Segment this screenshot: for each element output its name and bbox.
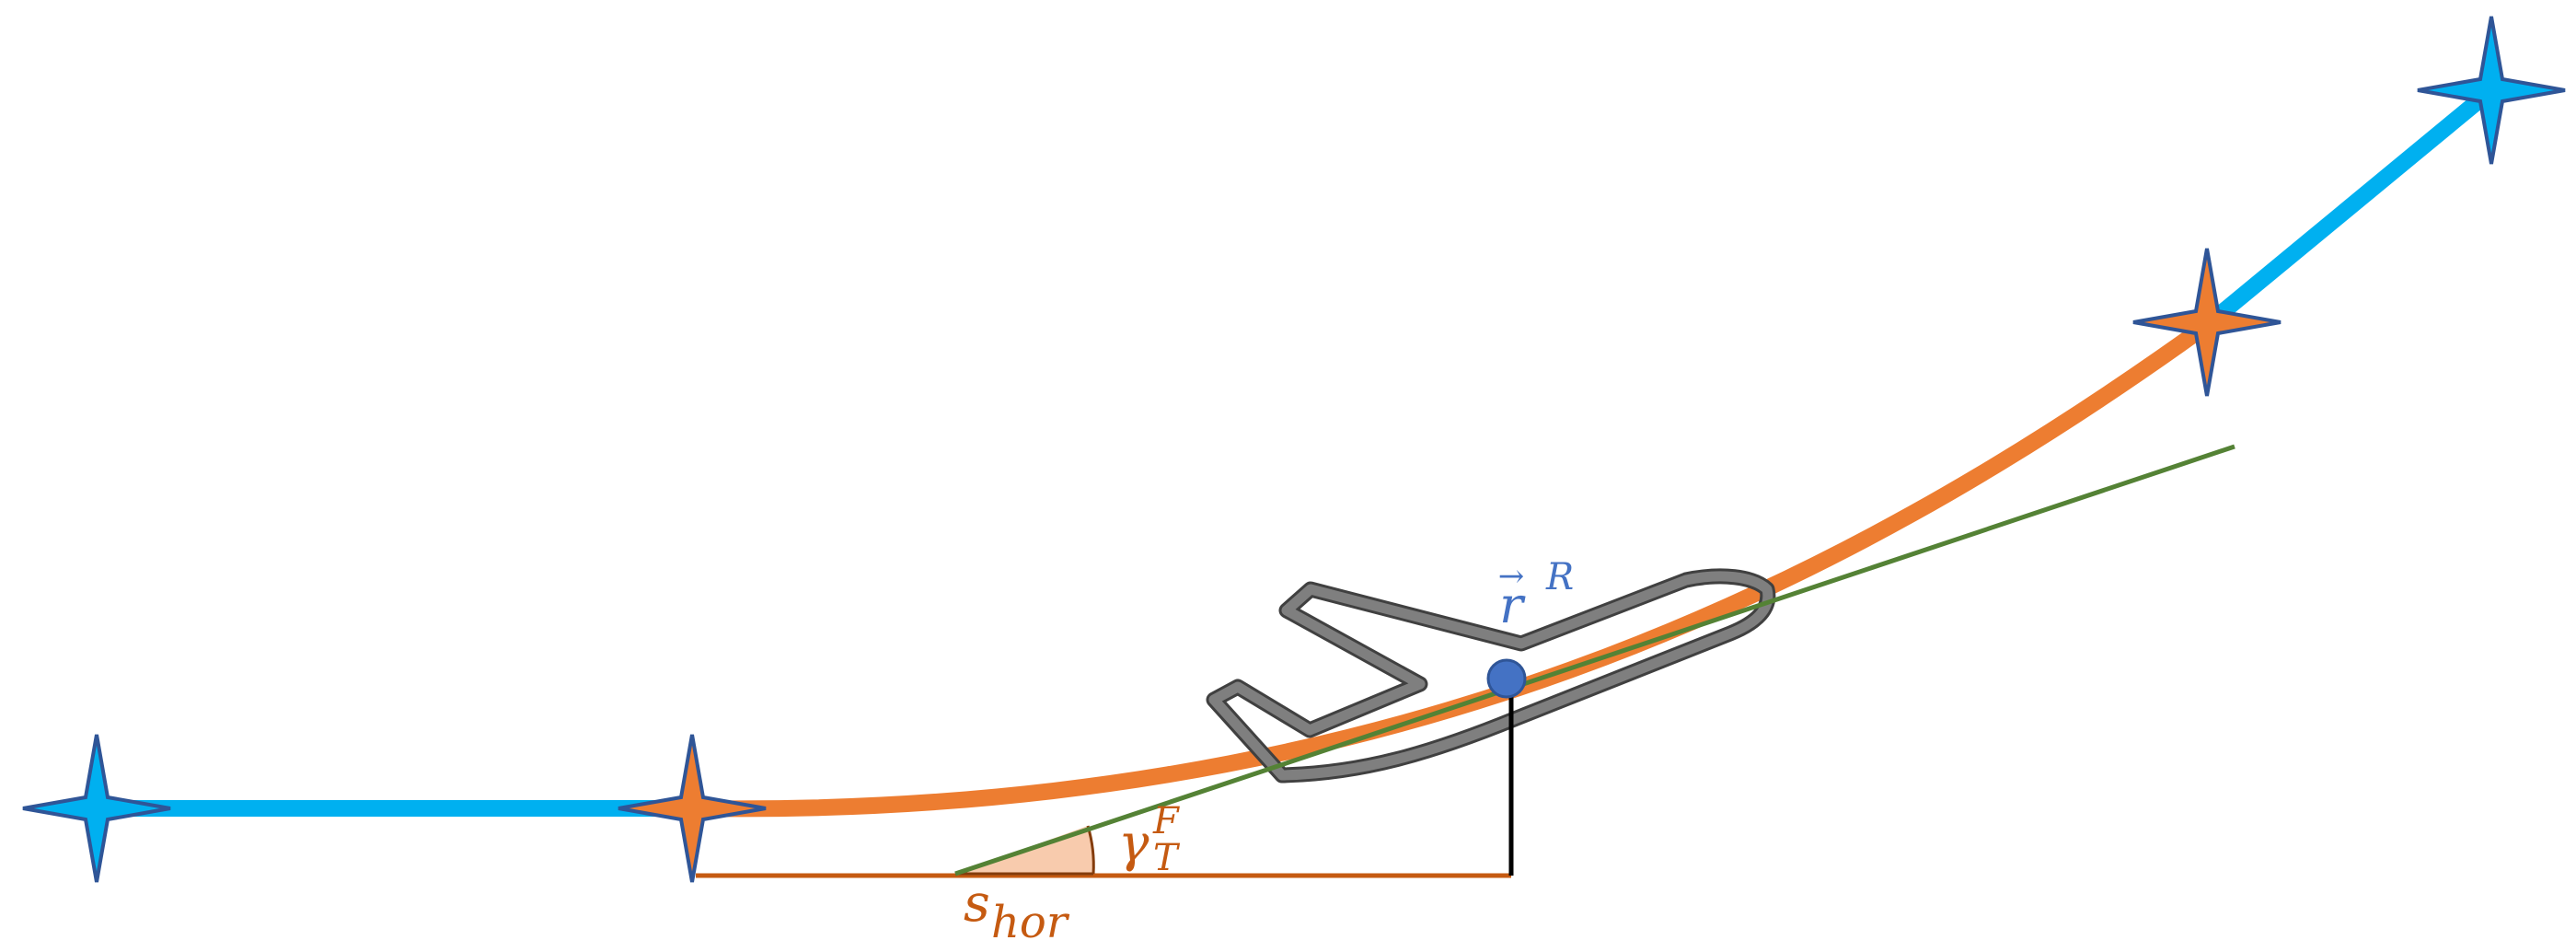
waypoint-star-icon	[618, 734, 767, 883]
flight-path-angle-base: γ	[1118, 814, 1149, 874]
waypoint-star-icon	[22, 734, 171, 883]
climb-segment-line	[2201, 84, 2497, 331]
position-vector-base: r	[1499, 576, 1526, 634]
flight-path-angle-sup: F	[1152, 800, 1180, 842]
waypoint-star-icon	[2417, 16, 2566, 165]
reference-point	[1486, 658, 1527, 699]
position-vector-label: → r R	[1498, 556, 1574, 634]
position-vector-arrow: →	[1498, 558, 1525, 595]
horizontal-distance-base: s	[964, 874, 990, 934]
position-vector-sup: R	[1545, 556, 1574, 598]
flight-path-angle-sub: T	[1153, 837, 1181, 879]
tangent-line	[954, 444, 2235, 877]
airplane-icon	[1206, 568, 1776, 784]
waypoint-star-icon	[2132, 248, 2281, 397]
flight-path-angle-label: γ F T	[1118, 800, 1181, 879]
horizontal-distance-sub: hor	[991, 897, 1070, 948]
horizontal-distance-label: s hor	[964, 874, 1070, 948]
